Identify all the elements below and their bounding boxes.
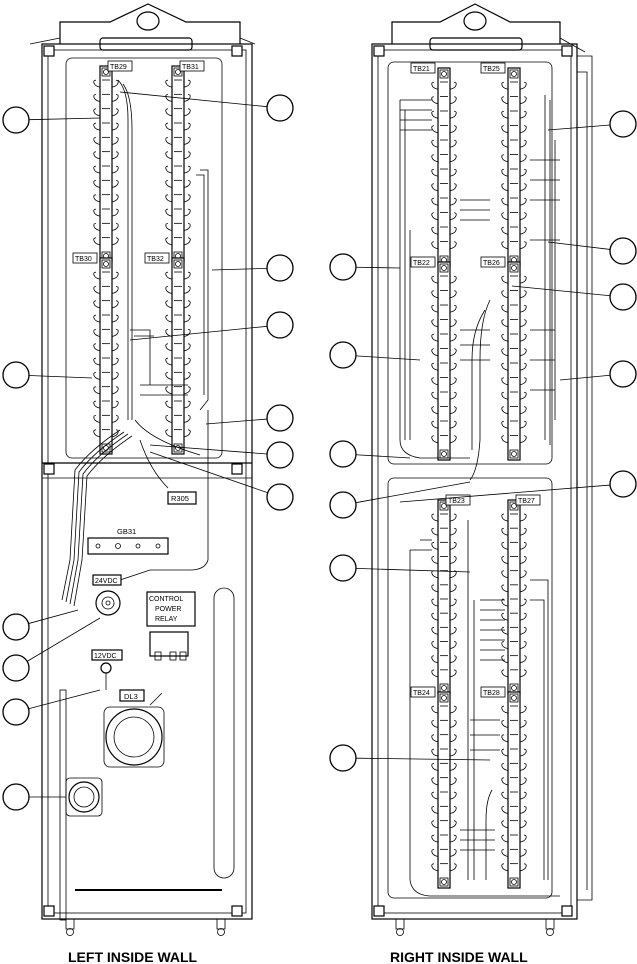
callout-11 (2, 689, 101, 726)
callout-4 (211, 254, 294, 282)
relay-label-2: POWER (155, 606, 181, 613)
tb32-label: TB32 (147, 256, 164, 263)
tb25-label: TB25 (483, 66, 500, 73)
callout-15 (511, 283, 637, 311)
tb30-label: TB30 (75, 256, 92, 263)
callout-9 (2, 609, 79, 641)
terminal-board-tb23: TB23 (431, 494, 471, 695)
callout-10 (2, 617, 101, 682)
callout-20 (329, 440, 411, 468)
terminal-board-tb22: TB22 (410, 256, 457, 461)
tb23-label: TB23 (448, 498, 465, 505)
terminal-board-tb26: TB26 (480, 256, 527, 461)
terminal-board-tb28: TB28 (480, 686, 527, 889)
callout-5 (129, 311, 294, 341)
callout-13 (547, 110, 637, 138)
callout-2 (119, 91, 294, 122)
callout-18 (329, 253, 401, 281)
dl3-label: DL3 (124, 692, 138, 701)
r305-label: R305 (171, 494, 189, 503)
callout-7 (149, 441, 294, 469)
terminal-board-tb21: TB21 (410, 62, 457, 267)
terminal-board-tb31: TB31 (165, 60, 205, 263)
tb28-label: TB28 (483, 690, 500, 697)
tb26-label: TB26 (483, 260, 500, 267)
relay-label-3: RELAY (155, 616, 178, 623)
callout-21 (329, 481, 471, 519)
terminal-board-tb27: TB27 (501, 494, 541, 695)
left-wall-caption: LEFT INSIDE WALL (68, 949, 198, 964)
terminal-board-tb25: TB25 (480, 62, 527, 267)
tb21-label: TB21 (413, 66, 430, 73)
callout-16 (559, 360, 637, 388)
right-wire-bundles (399, 95, 560, 897)
callout-22 (329, 554, 471, 582)
callout-17 (399, 470, 637, 503)
12vdc-label: 12VDC (94, 653, 117, 660)
tb29-label: TB29 (110, 64, 127, 71)
callout-8 (149, 451, 294, 511)
callout-1 (2, 106, 101, 134)
relay-label-1: CONTROL (149, 596, 183, 603)
tb31-label: TB31 (182, 64, 199, 71)
callout-3 (2, 361, 93, 389)
terminal-board-tb30: TB30 (72, 252, 119, 455)
callouts (2, 91, 637, 811)
left-wire-bundles (61, 79, 209, 607)
callout-19 (329, 341, 421, 369)
callout-6 (205, 404, 294, 432)
24vdc-label: 24VDC (95, 578, 118, 585)
right-wall-caption: RIGHT INSIDE WALL (390, 949, 528, 964)
tb27-label: TB27 (518, 498, 535, 505)
terminal-board-tb32: TB32 (144, 252, 191, 455)
callout-12 (2, 783, 66, 811)
terminal-board-tb29: TB29 (93, 60, 133, 263)
callout-23 (329, 744, 491, 772)
gb31-label: GB31 (117, 527, 136, 536)
callout-14 (547, 237, 637, 265)
tb24-label: TB24 (413, 690, 430, 697)
tb22-label: TB22 (413, 260, 430, 267)
terminal-board-tb24: TB24 (410, 686, 457, 889)
